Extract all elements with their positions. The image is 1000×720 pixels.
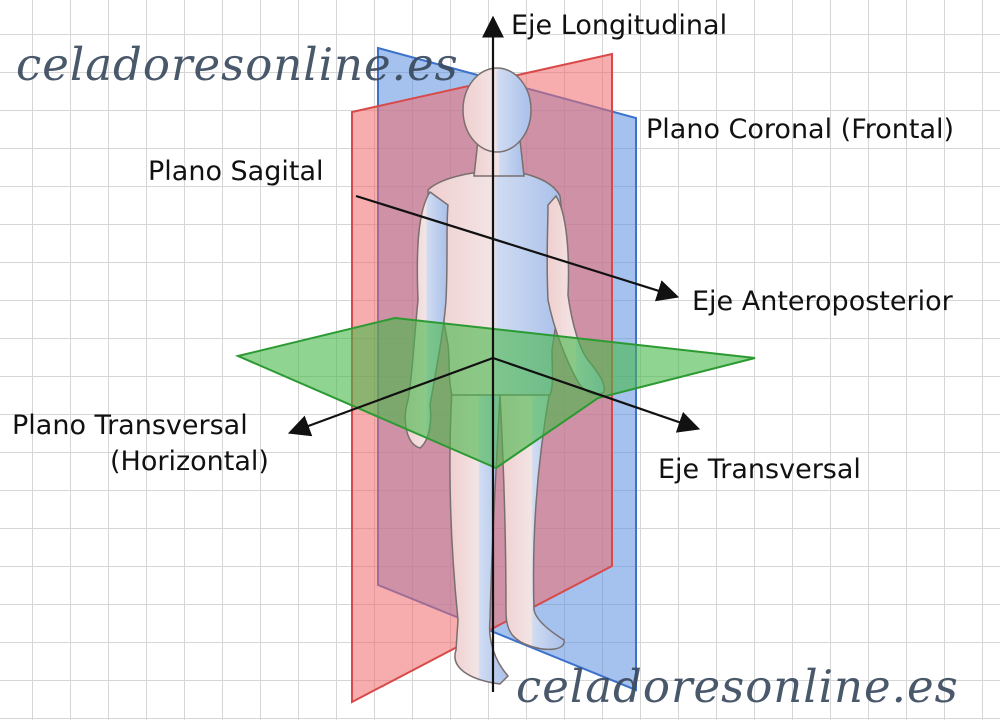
label-plano-coronal: Plano Coronal (Frontal)	[646, 114, 955, 145]
watermark-bottom: celadoresonline.es	[516, 660, 959, 713]
label-plano-sagital: Plano Sagital	[148, 156, 324, 187]
anteroposterior-axis	[355, 194, 680, 302]
label-eje-longitudinal: Eje Longitudinal	[511, 10, 728, 41]
transverse-axis-left	[287, 356, 494, 437]
transverse-axis	[492, 356, 701, 433]
watermark-top: celadoresonline.es	[16, 38, 459, 91]
transverse-plane	[234, 316, 756, 470]
label-eje-anteroposterior: Eje Anteroposterior	[692, 286, 953, 317]
label-plano-transversal: Plano Transversal	[12, 410, 248, 441]
label-eje-transversal: Eje Transversal	[658, 454, 861, 485]
label-plano-transversal-horizontal: (Horizontal)	[110, 446, 269, 477]
